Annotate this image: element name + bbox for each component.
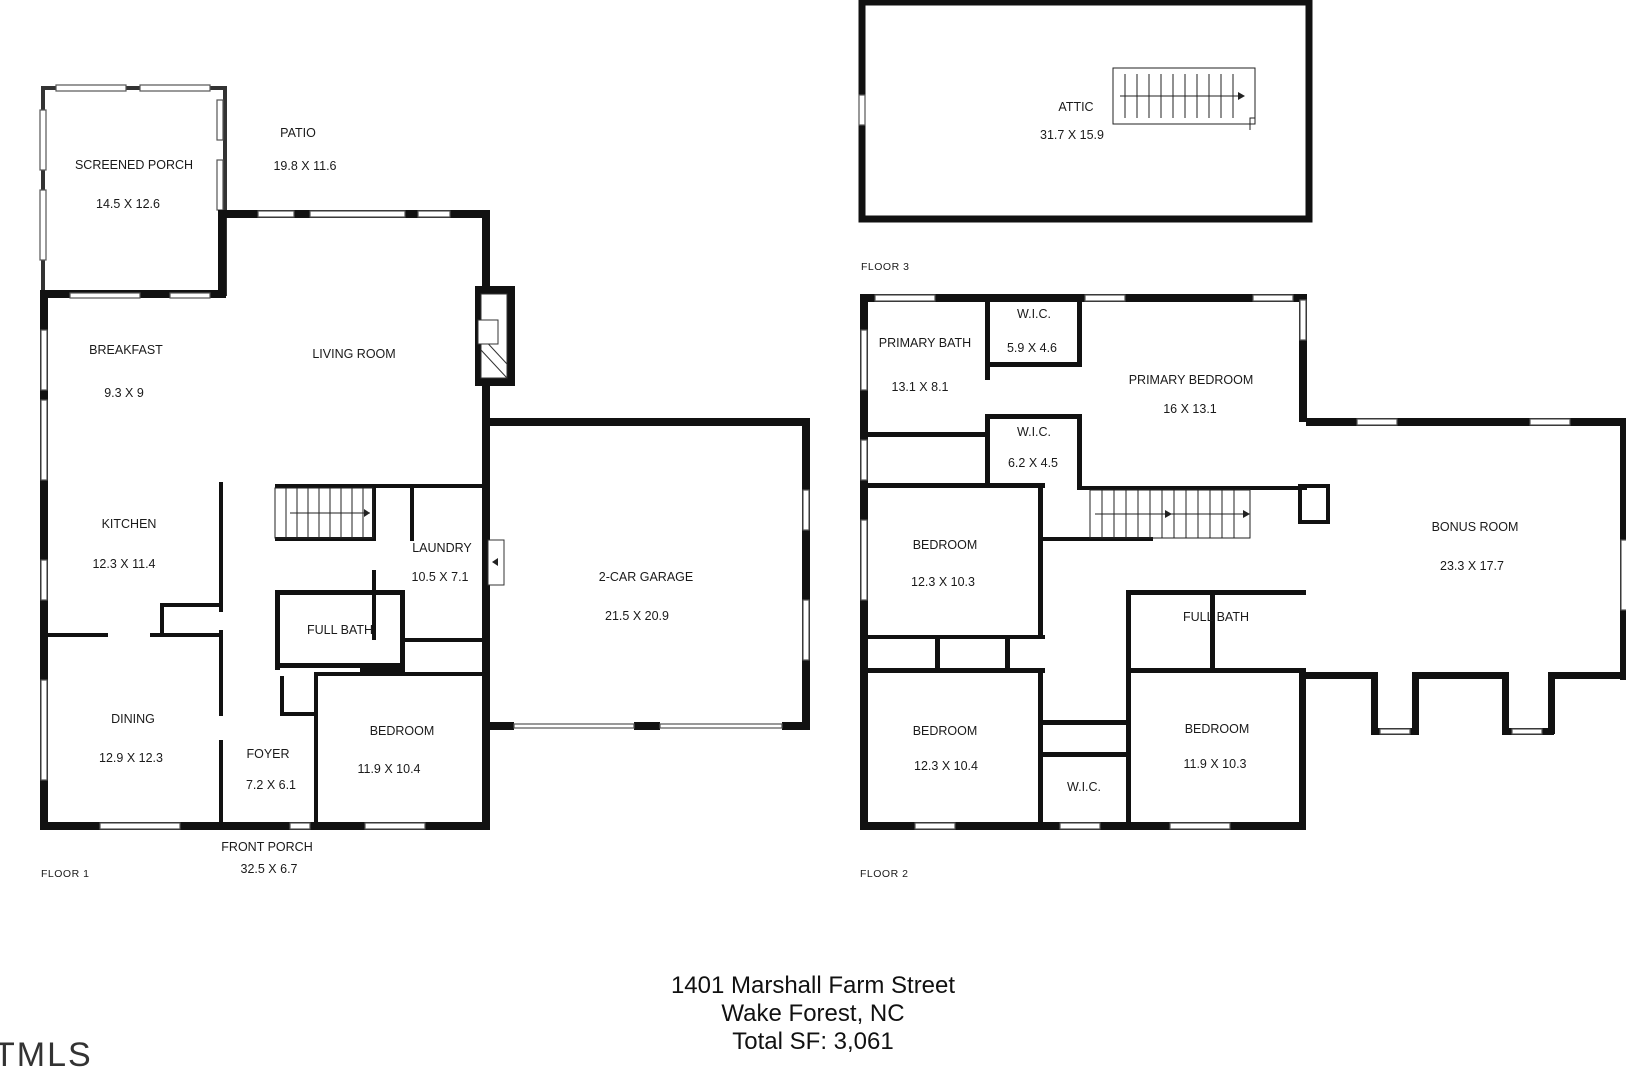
room-name-bedroom-3: BEDROOM [913,724,978,738]
room-name-primary-bath: PRIMARY BATH [879,336,971,350]
room-dims-screened-porch: 14.5 X 12.6 [96,197,160,211]
room-name-wic-3: W.I.C. [1067,780,1101,794]
room-name-living-room: LIVING ROOM [312,347,395,361]
floor-2-plan [860,294,1626,830]
room-dims-kitchen: 12.3 X 11.4 [92,557,155,571]
room-dims-primary-bedroom: 16 X 13.1 [1163,402,1217,416]
total-square-footage: Total SF: 3,061 [732,1028,894,1055]
room-name-garage: 2-CAR GARAGE [599,570,693,584]
room-dims-front-porch: 32.5 X 6.7 [241,862,298,876]
room-dims-foyer: 7.2 X 6.1 [246,778,296,792]
floor-3-plan [858,0,1313,223]
floor-2-label: FLOOR 2 [860,868,908,880]
room-dims-breakfast: 9.3 X 9 [104,386,144,400]
room-name-laundry: LAUNDRY [412,541,472,555]
room-name-full-bath-2: FULL BATH [1183,610,1249,624]
room-name-bedroom-4: BEDROOM [1185,722,1250,736]
room-name-wic-2: W.I.C. [1017,425,1051,439]
room-name-foyer: FOYER [246,747,289,761]
room-name-breakfast: BREAKFAST [89,343,163,357]
room-name-kitchen: KITCHEN [102,517,157,531]
address-city: Wake Forest, NC [721,1000,905,1027]
room-name-bonus-room: BONUS ROOM [1432,520,1519,534]
room-dims-garage: 21.5 X 20.9 [605,609,669,623]
room-dims-bedroom-1: 11.9 X 10.4 [357,762,420,776]
room-dims-primary-bath: 13.1 X 8.1 [892,380,949,394]
room-name-wic-1: W.I.C. [1017,307,1051,321]
room-name-dining: DINING [111,712,155,726]
room-dims-wic-1: 5.9 X 4.6 [1007,341,1057,355]
floor-1-label: FLOOR 1 [41,868,89,880]
room-dims-laundry: 10.5 X 7.1 [412,570,469,584]
room-name-attic: ATTIC [1058,100,1093,114]
room-name-front-porch: FRONT PORCH [221,840,312,854]
mls-logo: TMLS [0,1036,93,1074]
room-dims-bedroom-2: 12.3 X 10.3 [911,575,975,589]
room-name-full-bath-1: FULL BATH [307,623,373,637]
floor-1-plan [39,84,810,830]
room-name-bedroom-2: BEDROOM [913,538,978,552]
room-dims-bedroom-3: 12.3 X 10.4 [914,759,978,773]
room-dims-attic: 31.7 X 15.9 [1040,128,1104,142]
floor-3-label: FLOOR 3 [861,261,909,273]
room-name-bedroom-1: BEDROOM [370,724,435,738]
room-dims-dining: 12.9 X 12.3 [99,751,163,765]
room-name-patio: PATIO [280,126,316,140]
room-dims-bedroom-4: 11.9 X 10.3 [1183,757,1246,771]
room-dims-bonus-room: 23.3 X 17.7 [1440,559,1504,573]
room-name-primary-bedroom: PRIMARY BEDROOM [1129,373,1254,387]
room-dims-patio: 19.8 X 11.6 [273,159,336,173]
address-street: 1401 Marshall Farm Street [670,972,956,999]
room-dims-wic-2: 6.2 X 4.5 [1008,456,1058,470]
room-name-screened-porch: SCREENED PORCH [75,158,193,172]
